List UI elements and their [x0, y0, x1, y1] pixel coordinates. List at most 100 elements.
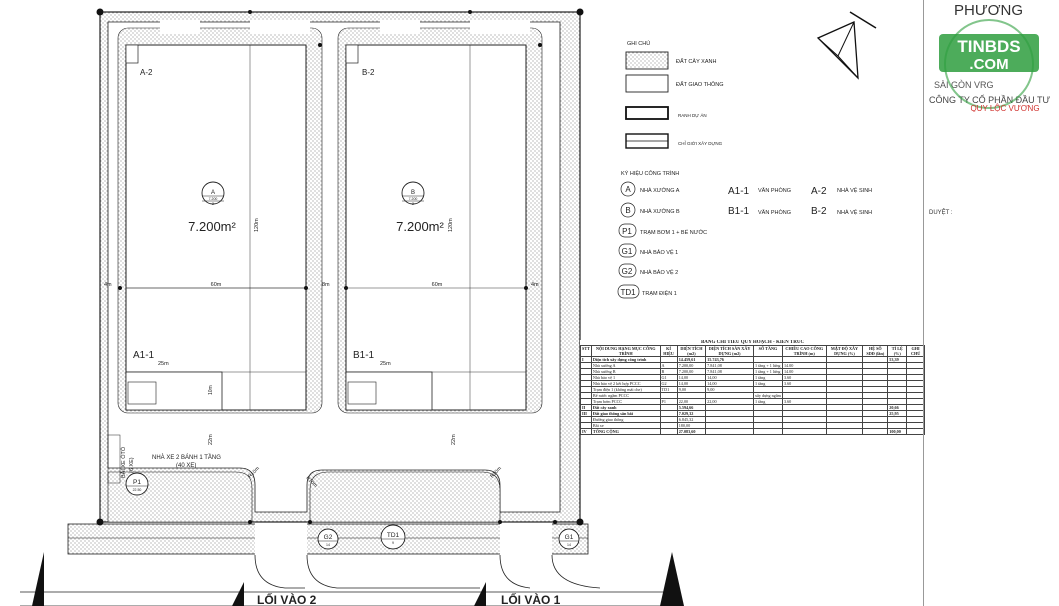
- office-b1-1: [345, 371, 433, 411]
- symbol-desc-g1: NHÀ BẢO VỆ 1: [640, 248, 678, 256]
- building-a-code: A: [211, 190, 215, 196]
- legend-swatch-green: [625, 51, 669, 70]
- building-a: [125, 44, 307, 411]
- table-header-cell: DIỆN TÍCH (m2): [676, 345, 707, 357]
- dim-len-a: 120m: [254, 218, 260, 232]
- symbol-desc-a1-1: VĂN PHÒNG: [758, 187, 791, 194]
- building-b: [345, 44, 527, 411]
- symbol-desc-b1-1: VĂN PHÒNG: [758, 209, 791, 216]
- table-header-cell: KÍ HIỆU: [659, 345, 678, 357]
- symbol-row-b1-1: B1-1 VĂN PHÒNG: [728, 206, 791, 217]
- table-header-cell: HỆ SỐ SDĐ (lần): [862, 345, 889, 357]
- arrow-left-1: [32, 552, 44, 606]
- table-header-cell: CHIỀU CAO CÔNG TRÌNH (m): [781, 345, 827, 357]
- symbol-row-p1: P1 TRẠM BƠM 1 + BỂ NƯỚC: [618, 223, 707, 238]
- symbol-code-td1: TD1: [620, 288, 636, 297]
- symbol-row-g2: G2 NHÀ BẢO VỆ 2: [618, 263, 678, 278]
- building-b-marker: B 7.200 2: [401, 181, 425, 206]
- symbol-code-g2: G2: [622, 267, 633, 276]
- legend-title: GHI CHÚ: [627, 40, 650, 47]
- approve-label: DUYỆT :: [929, 210, 953, 216]
- building-a-marker: A 7.200 2: [201, 181, 225, 206]
- table-cell: [906, 428, 925, 435]
- building-a-area: 7.200m²: [188, 219, 236, 234]
- table-cell: IV: [580, 428, 592, 435]
- symbol-row-b: B NHÀ XƯỞNG B: [620, 202, 680, 218]
- table-cell: [659, 428, 678, 435]
- symbol-code-g1: G1: [622, 247, 633, 256]
- dim-22-a: 22m: [208, 434, 214, 445]
- company-sub: SÀI GÒN VRG: [934, 80, 994, 90]
- symbol-code-p1: P1: [622, 227, 632, 236]
- symbol-row-a1-1: A1-1 VĂN PHÒNG: [728, 186, 791, 197]
- dim-width-b: 60m: [432, 282, 443, 288]
- building-b-num: 2: [412, 202, 414, 206]
- dim-gap-right: 4m: [531, 282, 539, 288]
- wc-a-label: A-2: [140, 68, 153, 77]
- table-cell: 27.083,60: [676, 428, 707, 435]
- g1-code: G1: [565, 534, 574, 541]
- dim-office-b: 25m: [380, 361, 391, 367]
- wm-com: .COM: [969, 56, 1008, 73]
- guard-g2-marker: G2 14: [317, 528, 339, 550]
- table-cell: [705, 428, 754, 435]
- symbol-desc-a-2: NHÀ VỆ SINH: [837, 186, 872, 194]
- symbol-desc-a: NHÀ XƯỞNG A: [640, 187, 680, 194]
- dim-gap-mid: 8m: [322, 282, 330, 288]
- substation-td1-marker: TD1 9: [380, 524, 406, 550]
- wm-brand: TINBDS: [957, 37, 1020, 56]
- legend-road-label: ĐẤT GIAO THÔNG: [676, 81, 723, 88]
- symbol-desc-b-2: NHÀ VỆ SINH: [837, 208, 872, 216]
- td1-sub: 9: [392, 541, 394, 545]
- car-bay-sub: (6 XE): [129, 457, 135, 473]
- pump-code: P1: [133, 479, 141, 486]
- entry-2-gap: [255, 523, 307, 555]
- wm-slogan: QUY LỘC VƯƠNG: [970, 104, 1039, 112]
- table-cell: TỔNG CỘNG: [590, 428, 661, 435]
- symbol-code-b: B: [625, 206, 630, 215]
- table-header-cell: TỈ LỆ (%): [887, 345, 908, 357]
- symbol-row-a-2: A-2 NHÀ VỆ SINH: [811, 186, 872, 197]
- symbol-code-a: A: [625, 185, 631, 194]
- building-b-sub: 7.200: [409, 197, 418, 201]
- arrow-mid: [474, 582, 486, 606]
- g2-code: G2: [324, 534, 333, 541]
- table-cell: 100,00: [887, 428, 908, 435]
- table-header-cell: MẬT ĐỘ XÂY DỰNG (%): [825, 345, 864, 357]
- dim-10-a: 10m: [208, 385, 214, 395]
- symbol-row-a: A NHÀ XƯỞNG A: [620, 181, 680, 197]
- table-cell: [752, 428, 783, 435]
- tinbds-watermark-logo: TINBDS .COM QUY LỘC VƯƠNG: [939, 19, 1040, 112]
- legend-setback-label: CHỈ GIỚI XÂY DỰNG: [678, 140, 723, 146]
- building-b-area: 7.200m²: [396, 219, 444, 234]
- table-cell: 1 tầng + 1 lửng: [752, 362, 783, 369]
- table-cell: [781, 428, 827, 435]
- pump-sub: 22.50: [133, 488, 142, 492]
- table-title: BẢNG CHỈ TIÊU QUY HOẠCH - KIẾN TRÚC: [700, 340, 805, 345]
- office-a1-1: [125, 371, 223, 411]
- dim-office-a: 25m: [158, 361, 169, 367]
- title-block: PHƯƠNG SÀI GÒN VRG CÔNG TY CỔ PHẦN ĐẦU T…: [923, 0, 1059, 606]
- parking-label: NHÀ XE 2 BÁNH 1 TẦNG: [152, 454, 221, 461]
- north-arrow-icon: [816, 11, 877, 80]
- pump-p1-marker: P1 22.50: [125, 472, 149, 496]
- green-median: [309, 471, 501, 523]
- dim-22-b: 22m: [451, 434, 457, 445]
- g1-sub: 14: [567, 543, 571, 547]
- entry-1-gap: [500, 523, 552, 555]
- symbol-code-a-2: A-2: [811, 186, 827, 197]
- entry-1-label: LỐI VÀO 1: [501, 592, 561, 606]
- building-b-code: B: [411, 190, 415, 196]
- entry-2-label: LỐI VÀO 2: [257, 592, 317, 606]
- symbol-code-b-2: B-2: [811, 206, 827, 217]
- dim-width-a: 60m: [211, 282, 222, 288]
- table-header-cell: GHI CHÚ: [906, 345, 925, 357]
- symbol-code-b1-1: B1-1: [728, 206, 750, 217]
- legend-boundary-label: RANH DỰ ÁN: [678, 112, 707, 118]
- guard-g1-marker: G1 14: [558, 528, 580, 550]
- table-header-cell: NỘI DUNG HẠNG MỤC CÔNG TRÌNH: [590, 345, 661, 357]
- parking-sub: (40 XE): [176, 463, 196, 469]
- symbol-row-b-2: B-2 NHÀ VỆ SINH: [811, 206, 872, 217]
